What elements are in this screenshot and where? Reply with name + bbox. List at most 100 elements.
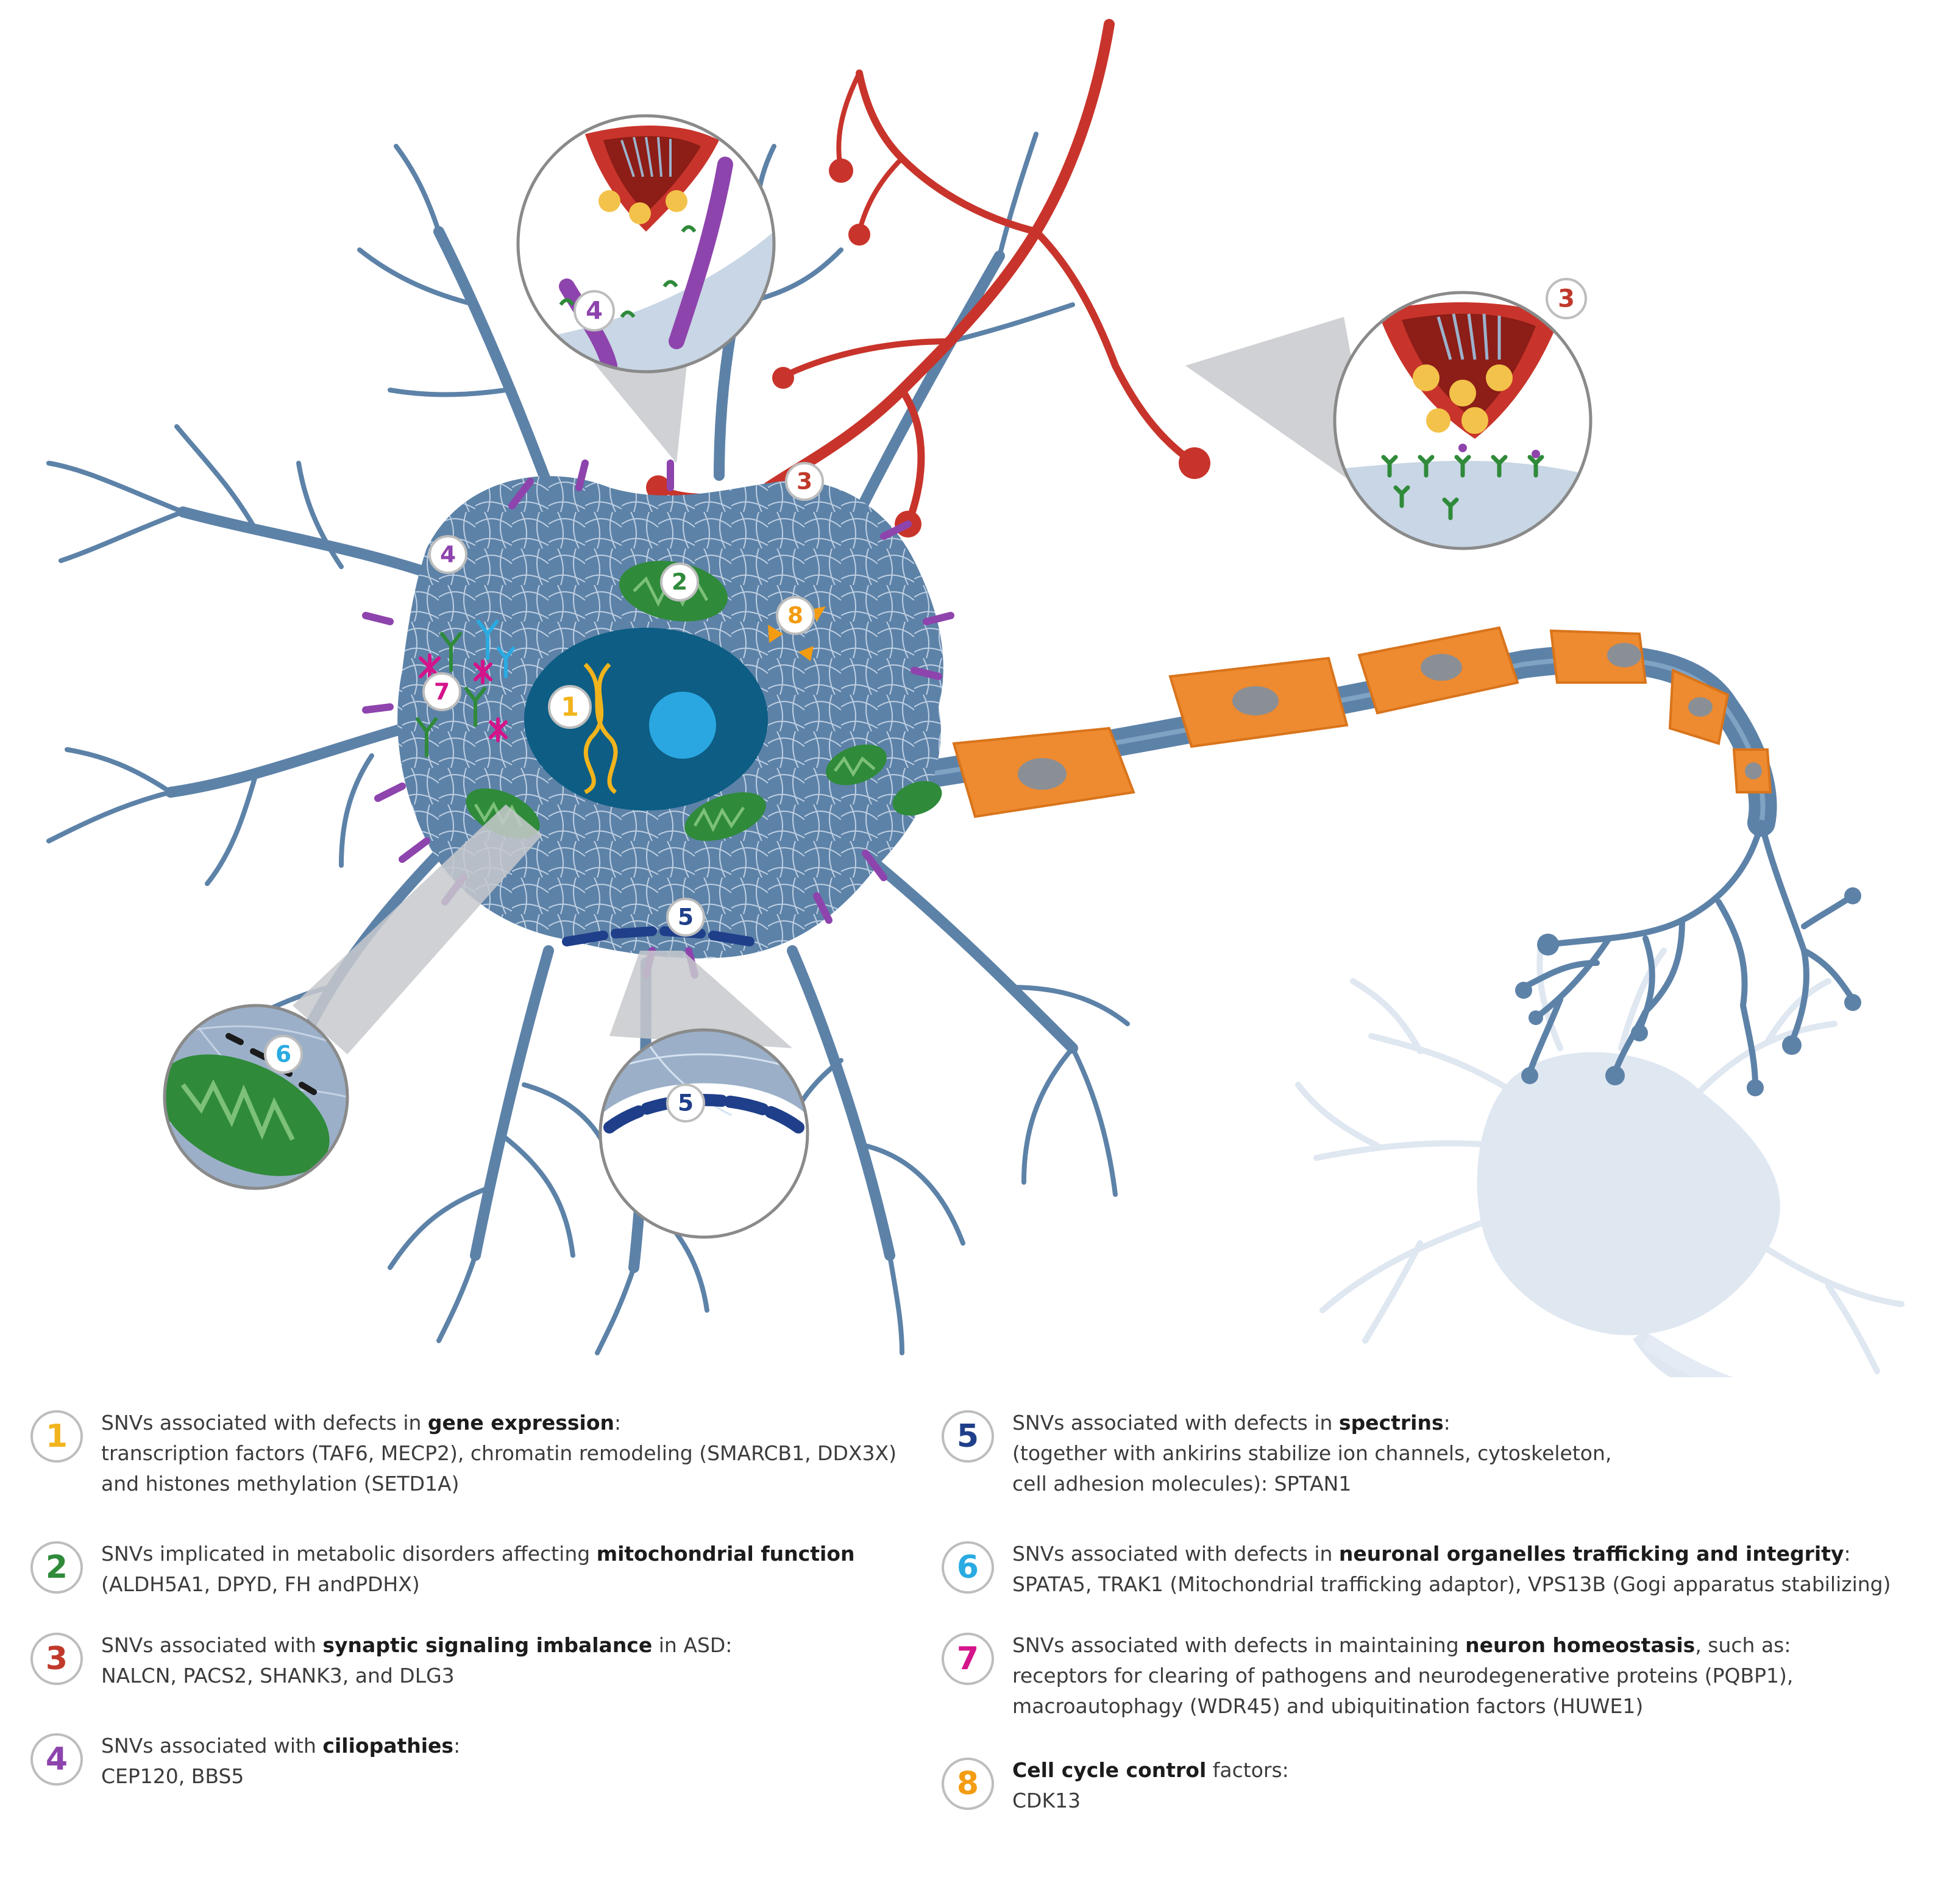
presynaptic-axon bbox=[655, 19, 1198, 545]
legend-item-1: 1 SNVs associated with defects in gene ex… bbox=[30, 1408, 932, 1530]
badge-4: 4 bbox=[428, 535, 467, 574]
badge-number: 3 bbox=[1558, 285, 1575, 313]
legend-number: 4 bbox=[30, 1733, 83, 1786]
mitochondrion bbox=[684, 792, 766, 841]
legend-number: 3 bbox=[30, 1633, 83, 1685]
legend-heading-post: : bbox=[1844, 1542, 1851, 1566]
legend-heading: SNVs implicated in metabolic disorders a… bbox=[101, 1539, 954, 1569]
legend-heading-pre: SNVs associated with bbox=[101, 1633, 323, 1657]
faint-axon bbox=[1641, 1334, 1733, 1377]
legend-description: SNVs associated with defects in gene exp… bbox=[101, 1408, 954, 1499]
badge-number: 1 bbox=[561, 692, 579, 722]
legend-line: (together with ankirins stabilize ion ch… bbox=[1012, 1441, 1612, 1465]
legend-number: 5 bbox=[942, 1410, 994, 1463]
badge-7: 7 bbox=[422, 672, 461, 711]
badge-number: 4 bbox=[440, 541, 456, 568]
legend-line: CEP120, BBS5 bbox=[101, 1764, 244, 1788]
badge-number: 3 bbox=[797, 468, 812, 495]
myelin-segment bbox=[952, 726, 1135, 818]
legend-heading-bold: neuron homeostasis bbox=[1465, 1633, 1695, 1657]
legend-heading-pre: SNVs implicated in metabolic disorders a… bbox=[101, 1542, 597, 1566]
legend-heading: SNVs associated with ciliopathies: bbox=[101, 1731, 954, 1761]
legend-heading-bold: synaptic signaling imbalance bbox=[322, 1633, 653, 1657]
myelin-segment bbox=[1732, 748, 1772, 793]
zoom-circle-spectrin bbox=[598, 1028, 809, 1239]
badge-4: 4 bbox=[573, 290, 615, 332]
legend-description: SNVs implicated in metabolic disorders a… bbox=[101, 1539, 954, 1600]
legend-number: 7 bbox=[942, 1633, 994, 1685]
badge-8: 8 bbox=[776, 596, 815, 635]
legend-item-3: 3 SNVs associated with synaptic signaling… bbox=[30, 1630, 932, 1752]
zoom-circle-mitochondrion bbox=[163, 1004, 349, 1190]
zoom-circle-cilia bbox=[516, 114, 776, 374]
badge-1: 1 bbox=[548, 685, 592, 729]
legend-heading: SNVs associated with defects in gene exp… bbox=[101, 1408, 954, 1438]
legend-line: macroautophagy (WDR45) and ubiquitinatio… bbox=[1012, 1694, 1644, 1718]
badge-3: 3 bbox=[1546, 278, 1587, 319]
legend-heading-bold: Cell cycle control bbox=[1012, 1758, 1207, 1782]
legend-heading: SNVs associated with defects in spectrin… bbox=[1012, 1408, 1866, 1438]
homeostasis-receptors bbox=[416, 620, 515, 758]
cilia bbox=[362, 459, 954, 979]
legend-heading-bold: mitochondrial function bbox=[596, 1542, 855, 1566]
badge-number: 5 bbox=[678, 1090, 694, 1116]
badge-number: 5 bbox=[678, 904, 694, 931]
badge-5: 5 bbox=[666, 1084, 705, 1123]
myelin-segment bbox=[1668, 668, 1730, 745]
legend-item-2: 2 SNVs implicated in metabolic disorders … bbox=[30, 1539, 932, 1661]
badge-3: 3 bbox=[785, 462, 824, 501]
legend-heading: SNVs associated with defects in neuronal… bbox=[1012, 1539, 1866, 1569]
zoom-circle-synapse bbox=[1333, 291, 1592, 550]
badge-number: 4 bbox=[586, 297, 603, 325]
badge-number: 6 bbox=[275, 1041, 291, 1068]
legend-line: (ALDH5A1, DPYD, FH andPDHX) bbox=[101, 1572, 420, 1596]
legend-description: SNVs associated with ciliopathies: CEP120… bbox=[101, 1731, 954, 1792]
legend-heading-bold: spectrins bbox=[1338, 1411, 1444, 1435]
legend-heading: Cell cycle control factors: bbox=[1012, 1755, 1866, 1786]
legend-heading-pre: SNVs associated with defects in bbox=[1012, 1411, 1339, 1435]
number-badges: 1 2 3 4 5 8 7 4 3 6 5 bbox=[264, 278, 1587, 1123]
badge-2: 2 bbox=[660, 562, 699, 601]
myelin-segment bbox=[1168, 656, 1349, 748]
legend-line: CDK13 bbox=[1012, 1789, 1081, 1812]
legend-description: SNVs associated with defects in neuronal… bbox=[1012, 1539, 1891, 1600]
legend-heading-bold: ciliopathies bbox=[322, 1734, 454, 1758]
myelin-segment bbox=[1549, 629, 1647, 684]
nucleus bbox=[524, 628, 768, 811]
legend-heading-pre: SNVs associated with defects in bbox=[101, 1411, 428, 1435]
legend-heading-post: , such as: bbox=[1695, 1633, 1791, 1657]
legend-item-7: 7 SNVs associated with defects in maintai… bbox=[942, 1630, 1844, 1752]
legend-heading: SNVs associated with defects in maintain… bbox=[1012, 1630, 1866, 1661]
legend-heading: SNVs associated with synaptic signaling … bbox=[101, 1630, 954, 1661]
legend-line: transcription factors (TAF6, MECP2), chr… bbox=[101, 1441, 897, 1465]
badge-5: 5 bbox=[666, 898, 705, 937]
legend-heading-post: : bbox=[1443, 1411, 1450, 1435]
legend-heading-post: : bbox=[453, 1734, 461, 1758]
legend-description: SNVs associated with defects in spectrin… bbox=[1012, 1408, 1866, 1499]
legend-line: SPATA5, TRAK1 (Mitochondrial trafficking… bbox=[1012, 1572, 1891, 1596]
legend-heading-pre: SNVs associated with defects in bbox=[1012, 1542, 1339, 1566]
legend-heading-bold: gene expression bbox=[427, 1411, 614, 1435]
legend-number: 6 bbox=[942, 1541, 994, 1594]
legend-line: cell adhesion molecules): SPTAN1 bbox=[1012, 1472, 1352, 1496]
badge-number: 8 bbox=[787, 602, 803, 629]
legend-line: receptors for clearing of pathogens and … bbox=[1012, 1664, 1794, 1687]
axon-terminals bbox=[1521, 820, 1856, 1088]
legend-heading-pre: SNVs associated with defects in maintain… bbox=[1012, 1633, 1466, 1657]
legend-number: 1 bbox=[30, 1410, 83, 1463]
legend-number: 8 bbox=[942, 1758, 994, 1810]
mitochondrion bbox=[826, 744, 887, 786]
myelin-sheaths bbox=[952, 626, 1772, 818]
background-neuron bbox=[1295, 935, 1905, 1377]
legend-line: NALCN, PACS2, SHANK3, and DLG3 bbox=[101, 1664, 455, 1687]
legend-heading-post: factors: bbox=[1206, 1758, 1289, 1782]
legend-description: Cell cycle control factors: CDK13 bbox=[1012, 1755, 1866, 1816]
badge-6: 6 bbox=[264, 1035, 303, 1074]
legend-description: SNVs associated with synaptic signaling … bbox=[101, 1630, 954, 1691]
legend-number: 2 bbox=[30, 1541, 83, 1594]
neuron-diagram: 1 2 3 4 5 8 7 4 3 6 5 bbox=[46, 19, 1905, 1377]
legend-description: SNVs associated with defects in maintain… bbox=[1012, 1630, 1866, 1722]
legend-heading-bold: neuronal organelles trafficking and inte… bbox=[1338, 1542, 1844, 1566]
legend-item-5: 5 SNVs associated with defects in spectri… bbox=[942, 1408, 1844, 1530]
